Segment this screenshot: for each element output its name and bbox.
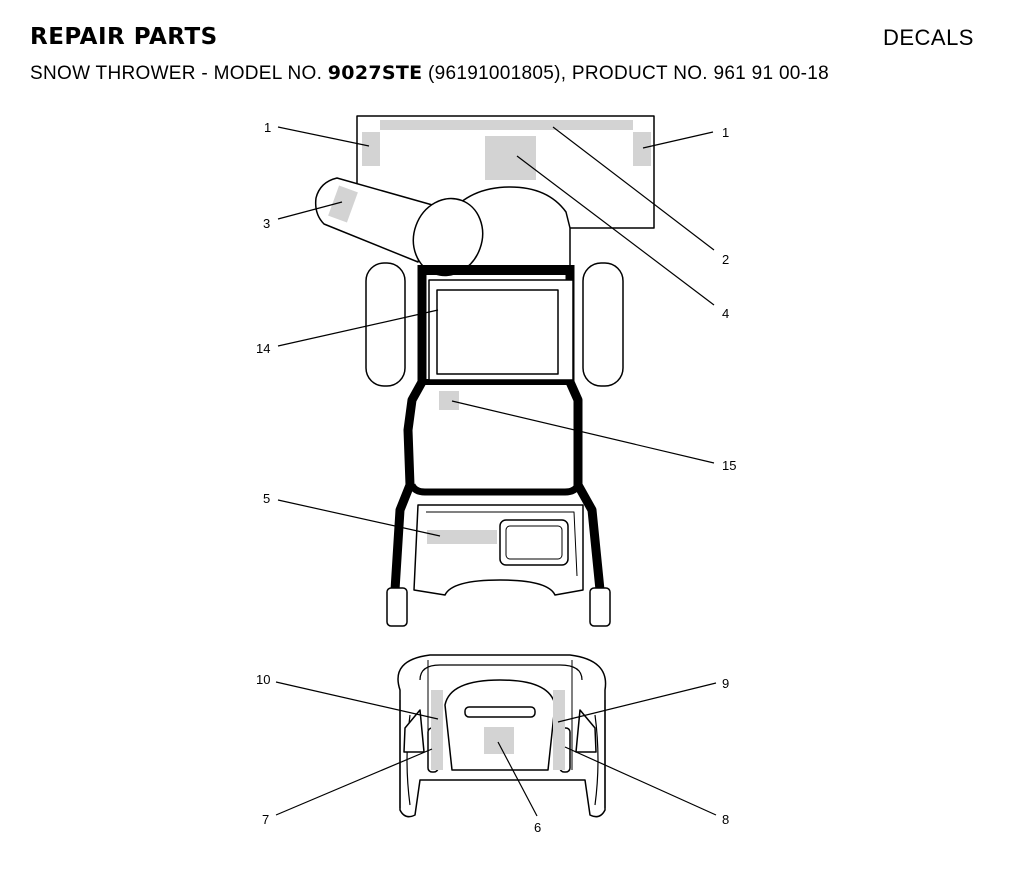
leader-3 bbox=[277, 201, 343, 220]
left-wheel bbox=[365, 262, 406, 387]
dash-panel bbox=[444, 679, 556, 771]
callout-1-left: 1 bbox=[264, 120, 271, 135]
decal-6 bbox=[484, 727, 514, 754]
callout-15: 15 bbox=[722, 458, 736, 473]
decal-1-left bbox=[362, 132, 380, 166]
callout-1-right: 1 bbox=[722, 125, 729, 140]
leader-14 bbox=[277, 309, 439, 347]
leader-2 bbox=[552, 126, 715, 251]
leader-8 bbox=[564, 746, 717, 816]
leader-1a bbox=[277, 126, 370, 147]
leader-6 bbox=[497, 741, 538, 817]
callout-10: 10 bbox=[256, 672, 270, 687]
right-wheel bbox=[582, 262, 624, 387]
decal-9 bbox=[553, 690, 565, 770]
leader-1b bbox=[642, 131, 714, 149]
model-number: 9027STE bbox=[327, 62, 423, 84]
decal-5 bbox=[427, 530, 497, 544]
left-grip bbox=[386, 587, 408, 627]
panel-inner bbox=[426, 511, 578, 577]
page-subtitle: SNOW THROWER - MODEL NO. 9027STE (961910… bbox=[30, 62, 829, 85]
callout-3: 3 bbox=[263, 216, 270, 231]
callout-14: 14 bbox=[256, 341, 270, 356]
callout-9: 9 bbox=[722, 676, 729, 691]
gauge-window-inner bbox=[505, 525, 563, 560]
leader-9 bbox=[557, 682, 717, 723]
section-title: DECALS bbox=[882, 25, 974, 50]
callout-2: 2 bbox=[722, 252, 729, 267]
subtitle-suffix: (96191001805), PRODUCT NO. 961 91 00-18 bbox=[422, 63, 830, 84]
decal-15 bbox=[439, 391, 459, 410]
leader-5 bbox=[277, 499, 441, 537]
leader-4 bbox=[516, 155, 715, 306]
callout-5: 5 bbox=[263, 491, 270, 506]
decal-4 bbox=[485, 136, 536, 180]
leader-7 bbox=[275, 748, 433, 816]
decal-2 bbox=[380, 120, 633, 130]
callout-7: 7 bbox=[262, 812, 269, 827]
callout-4: 4 bbox=[722, 306, 729, 321]
decal-1-right bbox=[633, 132, 651, 166]
callout-8: 8 bbox=[722, 812, 729, 827]
decal-3 bbox=[328, 185, 358, 223]
subtitle-prefix: SNOW THROWER - MODEL NO. bbox=[30, 63, 328, 84]
callout-6: 6 bbox=[534, 820, 541, 835]
handle-right-loop bbox=[594, 700, 606, 808]
decal-10 bbox=[431, 690, 443, 770]
engine-inner bbox=[436, 289, 559, 375]
right-grip bbox=[589, 587, 611, 627]
page-title: REPAIR PARTS bbox=[30, 24, 218, 50]
handle-inner bbox=[419, 664, 583, 681]
dash-slot bbox=[464, 706, 536, 718]
leader-10 bbox=[275, 681, 439, 720]
leader-15 bbox=[451, 400, 715, 464]
frame-lower bbox=[408, 483, 582, 496]
